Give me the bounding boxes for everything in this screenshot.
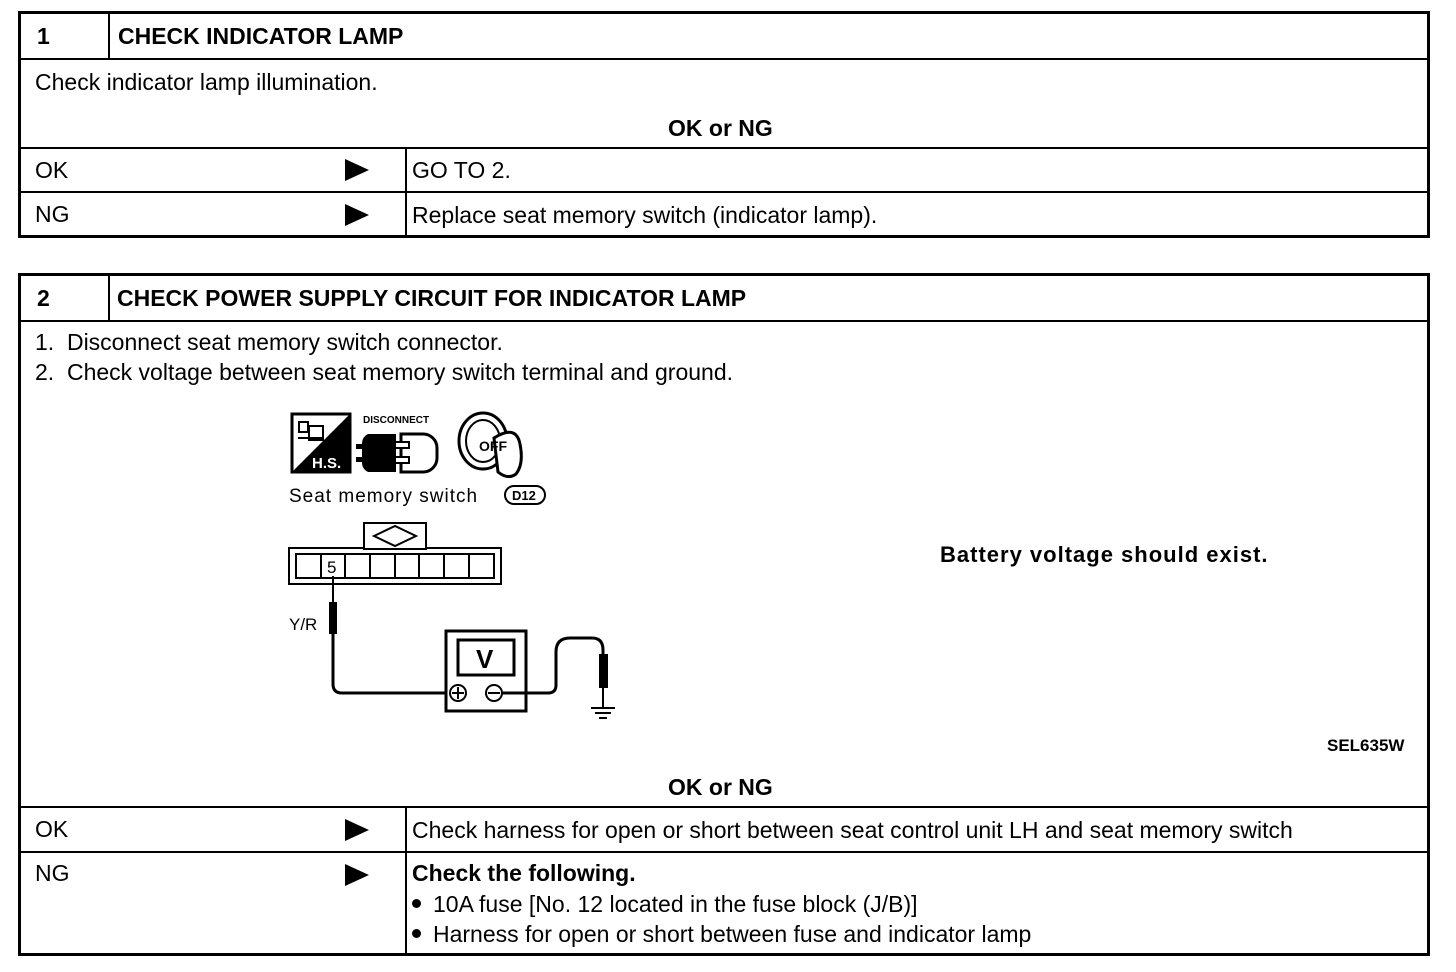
step2-title: CHECK POWER SUPPLY CIRCUIT FOR INDICATOR…	[117, 285, 747, 311]
step2-ng-label: NG	[35, 860, 70, 886]
voltage-spec: Battery voltage should exist.	[940, 542, 1269, 567]
step1-ok-ng-rule	[21, 191, 1427, 193]
bullet-icon	[412, 899, 421, 909]
step2-ng-item-2-text: Harness for open or short between fuse a…	[433, 921, 1032, 947]
terminal-number: 5	[327, 558, 336, 577]
step2-ng-action-title: Check the following.	[412, 860, 636, 886]
connector-id-badge	[504, 485, 546, 505]
step1-header-divider	[108, 14, 110, 58]
positive-probe	[329, 602, 337, 634]
bullet-icon	[412, 929, 421, 939]
step2-ok-label: OK	[35, 816, 69, 842]
step2-instruction-1: 1. Disconnect seat memory switch connect…	[35, 329, 503, 355]
negative-probe	[599, 654, 608, 688]
disconnect-icon: DISCONNECT	[356, 415, 439, 474]
step2-ok-arrow-icon	[345, 819, 369, 841]
negative-lead	[502, 636, 605, 695]
disconnect-icon-label: DISCONNECT	[363, 415, 429, 426]
step1-table: 1 CHECK INDICATOR LAMP Check indicator l…	[18, 11, 1430, 238]
step1-number: 1	[37, 23, 50, 49]
step2-ok-divider	[405, 806, 407, 956]
ignition-off-label: OFF	[479, 438, 507, 454]
wire-color: Y/R	[289, 615, 317, 634]
step2-ok-or-ng: OK or NG	[668, 774, 773, 800]
step2-header-rule	[21, 320, 1427, 322]
figure-code: SEL635W	[1327, 736, 1405, 755]
step2-header-divider	[108, 276, 110, 320]
step2-number: 2	[37, 285, 50, 311]
positive-lead	[331, 632, 458, 695]
step1-ok-or-ng: OK or NG	[668, 115, 773, 141]
step2-ng-item-1: 10A fuse [No. 12 located in the fuse blo…	[412, 893, 918, 916]
meter-label: V	[476, 644, 494, 674]
connector-face: 5	[288, 522, 502, 585]
step2-result-rule	[21, 806, 1427, 808]
step1-title: CHECK INDICATOR LAMP	[118, 23, 404, 49]
step1-ng-label: NG	[35, 201, 70, 227]
step2-ok-action: Check harness for open or short between …	[412, 817, 1293, 843]
step2-ng-item-1-text: 10A fuse [No. 12 located in the fuse blo…	[433, 891, 918, 917]
step1-ok-action: GO TO 2.	[412, 157, 511, 183]
step1-ok-arrow-icon	[345, 159, 369, 181]
step1-ok-label: OK	[35, 157, 69, 183]
step2-instruction-2: 2. Check voltage between seat memory swi…	[35, 359, 734, 385]
ignition-off-icon: OFF	[457, 411, 523, 479]
voltage-check-diagram: H.S. DISCONNECT OFF Seat memory switch D…	[288, 411, 615, 719]
step1-ng-arrow-icon	[345, 204, 369, 226]
step2-ng-item-2: Harness for open or short between fuse a…	[412, 923, 1031, 946]
hs-icon-label: H.S.	[312, 455, 341, 472]
step1-result-rule	[21, 147, 1427, 149]
voltmeter-icon: V	[444, 629, 528, 713]
step1-ng-action: Replace seat memory switch (indicator la…	[412, 202, 878, 228]
step2-ng-arrow-icon	[345, 864, 369, 886]
step1-instruction: Check indicator lamp illumination.	[35, 69, 378, 95]
step2-ok-ng-rule	[21, 851, 1427, 853]
hs-icon: H.S.	[290, 412, 352, 474]
step2-table: 2 CHECK POWER SUPPLY CIRCUIT FOR INDICAT…	[18, 273, 1430, 956]
step1-header-rule	[21, 58, 1427, 60]
connector-caption: Seat memory switch	[289, 486, 478, 507]
ground-icon	[591, 688, 615, 719]
connector-id: D12	[512, 488, 536, 503]
